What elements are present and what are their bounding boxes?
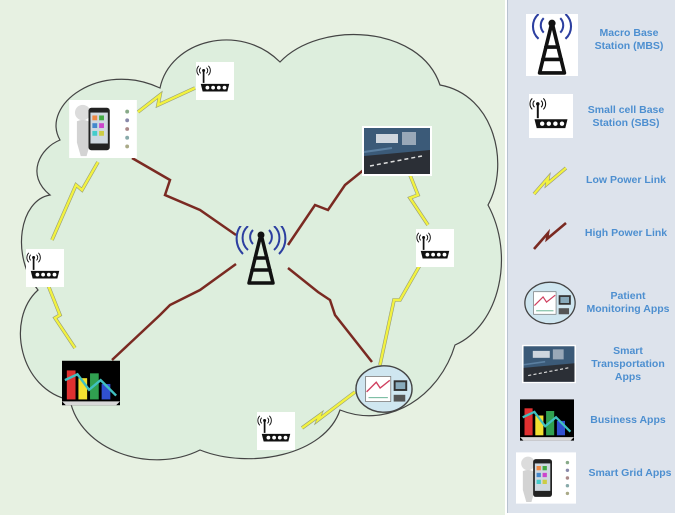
legend-label-smart-grid-apps: Smart Grid Apps [582,467,675,480]
small-cell-base-station-icon [416,229,454,267]
legend-label-line: Macro Base [599,27,659,39]
legend-label-high-power-link: High Power Link [580,227,672,240]
legend-label-macro-base-station: Macro Base Station (MBS) [586,27,672,53]
business-apps-icon [520,399,574,441]
legend-label-line: Patient [610,290,646,302]
smart-grid-apps-icon [516,452,576,504]
legend-label-line: Smart [613,345,643,357]
legend-label-line: Station (SBS) [592,117,660,129]
legend-label-business-apps: Business Apps [582,414,674,427]
small-cell-base-station-icon [26,249,64,287]
legend-label-smart-transportation-apps: Smart Transportation Apps [582,345,674,384]
low-power-link-sbs-bottom-to-patient [301,391,356,429]
network-diagram [0,0,505,515]
patient-monitoring-apps-icon [524,281,576,325]
high-power-link-to-transportation [286,159,377,246]
smart-transportation-apps-icon [362,126,432,176]
legend-label-line: Small cell Base [587,104,665,116]
smart-grid-apps-icon [69,100,137,158]
legend-label-patient-monitoring-apps: Patient Monitoring Apps [582,290,674,316]
low-power-link-transportation-to-sbs-right [408,174,429,226]
patient-monitoring-apps-icon [355,365,413,413]
high-power-link-icon [533,222,567,250]
legend-label-line: Apps [614,371,642,383]
legend-label-line: Low Power Link [586,174,666,186]
high-power-link-to-business [111,262,237,361]
macro-base-station-icon [526,14,578,76]
legend-label-line: Monitoring Apps [586,303,670,315]
legend-label-line: Smart Grid Apps [588,467,672,479]
legend-label-small-cell-base-station: Small cell Base Station (SBS) [580,104,672,130]
low-power-link-smart-grid-to-sbs-top [137,86,196,113]
low-power-link-icon [532,166,568,196]
high-power-link-to-smart-grid [131,156,237,237]
small-cell-base-station-icon [529,94,573,138]
small-cell-base-station-icon [196,62,234,100]
high-power-link-to-patient [287,267,373,363]
legend-label-line: High Power Link [584,227,668,239]
smart-transportation-apps-icon [522,344,576,384]
legend-label-line: Business Apps [590,414,666,426]
low-power-link-sbs-left-to-business [46,284,76,349]
legend-label-line: Transportation [591,358,665,370]
legend-label-low-power-link: Low Power Link [580,174,672,187]
low-power-link-sbs-right-to-patient [378,264,422,366]
business-apps-icon [62,360,120,406]
legend-panel: Macro Base Station (MBS) Small cell Base… [507,0,675,513]
small-cell-base-station-icon [257,412,295,450]
low-power-link-smart-grid-to-sbs-left [50,161,100,241]
legend-label-line: Station (MBS) [594,40,664,52]
